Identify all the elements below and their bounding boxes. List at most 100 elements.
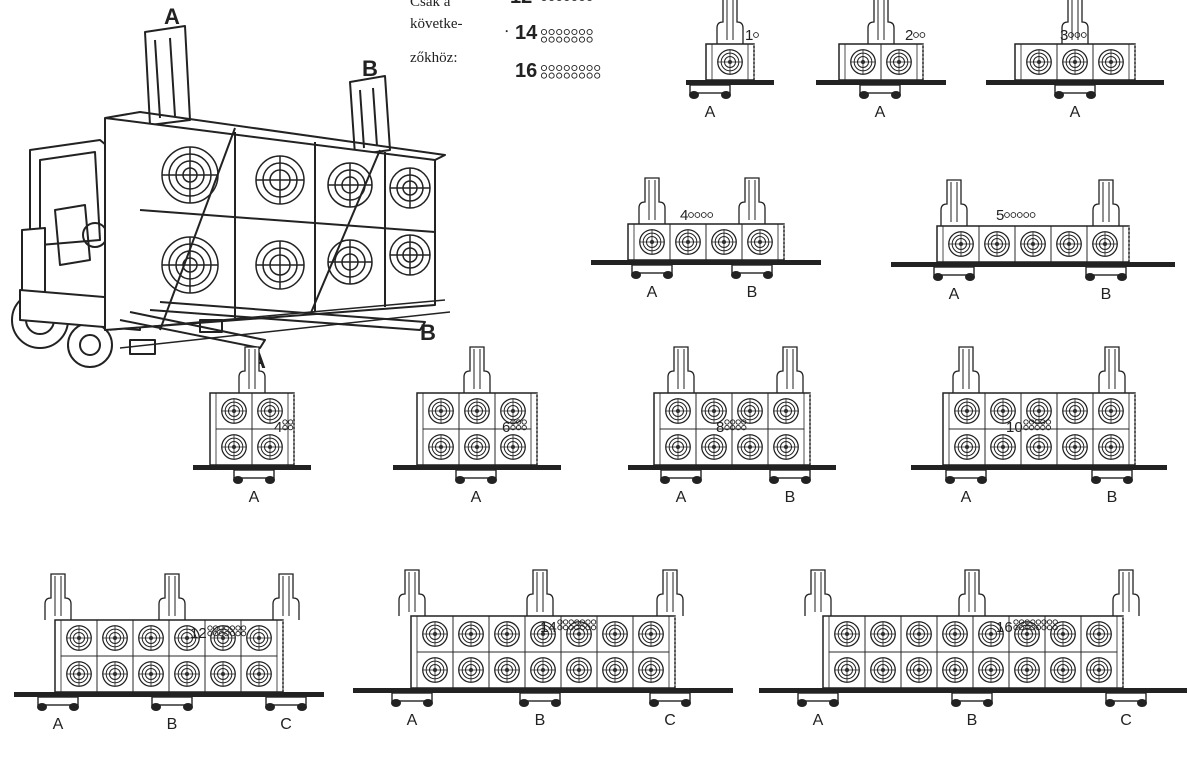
- fan-icon: [711, 229, 737, 255]
- count-dots: [1068, 32, 1087, 38]
- support-label-a: A: [647, 284, 658, 301]
- unit-count: 5: [996, 207, 1004, 224]
- wheel-icon: [631, 271, 641, 279]
- fan-icon: [834, 657, 860, 683]
- config-c6: A4: [193, 346, 311, 506]
- support-block: [233, 469, 275, 479]
- wheel-icon: [983, 699, 993, 707]
- support-label-a: A: [705, 104, 716, 121]
- support-label-a: A: [407, 712, 418, 729]
- config-c3: A3: [986, 0, 1164, 121]
- fan-icon: [257, 434, 283, 460]
- fan-icon: [1086, 657, 1112, 683]
- dot-icon: [571, 36, 578, 43]
- dot-icon: [510, 424, 516, 431]
- dot-icon: [578, 36, 586, 43]
- dot-icon: [235, 630, 241, 637]
- support-label-a: A: [961, 489, 972, 506]
- wheel-icon: [951, 699, 961, 707]
- base-rail: [986, 80, 1164, 85]
- dot-icon: [224, 625, 230, 631]
- wheel-icon: [681, 699, 691, 707]
- wheel-icon: [663, 271, 673, 279]
- wheel-icon: [859, 91, 869, 99]
- base-rail: [193, 465, 311, 470]
- dot-icon: [229, 625, 236, 631]
- dot-icon: [1018, 624, 1025, 631]
- support-block: [519, 692, 561, 702]
- support-label-b: B: [785, 489, 796, 506]
- dot-icon: [590, 619, 597, 625]
- lifting-bracket-icon: [716, 0, 744, 44]
- wheel-icon: [265, 476, 275, 484]
- wheel-icon: [487, 476, 497, 484]
- dot-icon: [729, 419, 736, 425]
- support-label-b: B: [535, 712, 546, 729]
- dot-icon: [549, 0, 554, 2]
- support-label-a: A: [1070, 104, 1081, 121]
- dot-icon: [1013, 624, 1019, 631]
- support-label-a: A: [249, 489, 260, 506]
- fan-icon: [602, 621, 628, 647]
- lifting-bracket-icon: [1061, 0, 1089, 44]
- dot-icon: [1030, 619, 1036, 625]
- wheel-icon: [801, 476, 811, 484]
- fan-icon: [66, 625, 92, 651]
- dot-icon: [1024, 624, 1030, 631]
- wheel-icon: [69, 703, 79, 711]
- lifting-bracket-icon: [272, 573, 300, 620]
- dot-icon: [515, 424, 522, 431]
- lifting-bracket-icon: [952, 346, 980, 393]
- lifting-bracket-icon: [738, 177, 766, 224]
- forklift-label-b-top: B: [362, 56, 378, 81]
- fan-icon: [886, 49, 912, 75]
- fan-icon: [1098, 49, 1124, 75]
- wheel-icon: [692, 476, 702, 484]
- legend-number-16: 16: [515, 60, 538, 82]
- dot-icon: [1018, 619, 1025, 625]
- fan-icon: [990, 398, 1016, 424]
- wheel-icon: [1091, 476, 1101, 484]
- dot-icon: [1023, 212, 1030, 218]
- dot-icon: [579, 624, 586, 631]
- base-rail: [393, 465, 561, 470]
- fan-icon: [954, 434, 980, 460]
- support-label-a: A: [813, 712, 824, 729]
- legend-dots-16: [540, 64, 601, 79]
- dot-icon: [707, 212, 714, 218]
- wheel-icon: [977, 476, 987, 484]
- count-dots: [724, 419, 747, 431]
- lifting-bracket-icon: [656, 569, 684, 616]
- support-label-b: B: [1101, 286, 1112, 303]
- fan-icon: [138, 625, 164, 651]
- fan-icon: [1026, 398, 1052, 424]
- wheel-icon: [721, 91, 731, 99]
- fan-icon: [246, 625, 272, 651]
- wheel-icon: [265, 703, 275, 711]
- dot-icon: [1034, 419, 1040, 425]
- dot-icon: [235, 625, 241, 631]
- dot-icon: [548, 28, 555, 36]
- dot-icon: [521, 419, 527, 425]
- dot-icon: [240, 625, 247, 631]
- lifting-bracket-icon: [667, 346, 695, 393]
- fan-icon: [1056, 231, 1082, 257]
- fan-icon: [638, 657, 664, 683]
- dot-icon: [1035, 624, 1042, 631]
- unit-count: 12: [190, 625, 207, 642]
- fan-icon: [1062, 398, 1088, 424]
- support-block: [731, 264, 773, 274]
- fan-icon: [221, 434, 247, 460]
- fan-icon: [500, 434, 526, 460]
- support-block: [951, 692, 993, 702]
- support-block: [37, 696, 79, 706]
- lifting-bracket-icon: [526, 569, 554, 616]
- dot-icon: [556, 0, 562, 2]
- wheel-icon: [423, 699, 433, 707]
- support-block: [1085, 266, 1127, 276]
- dot-icon: [564, 0, 570, 2]
- wheel-icon: [183, 703, 193, 711]
